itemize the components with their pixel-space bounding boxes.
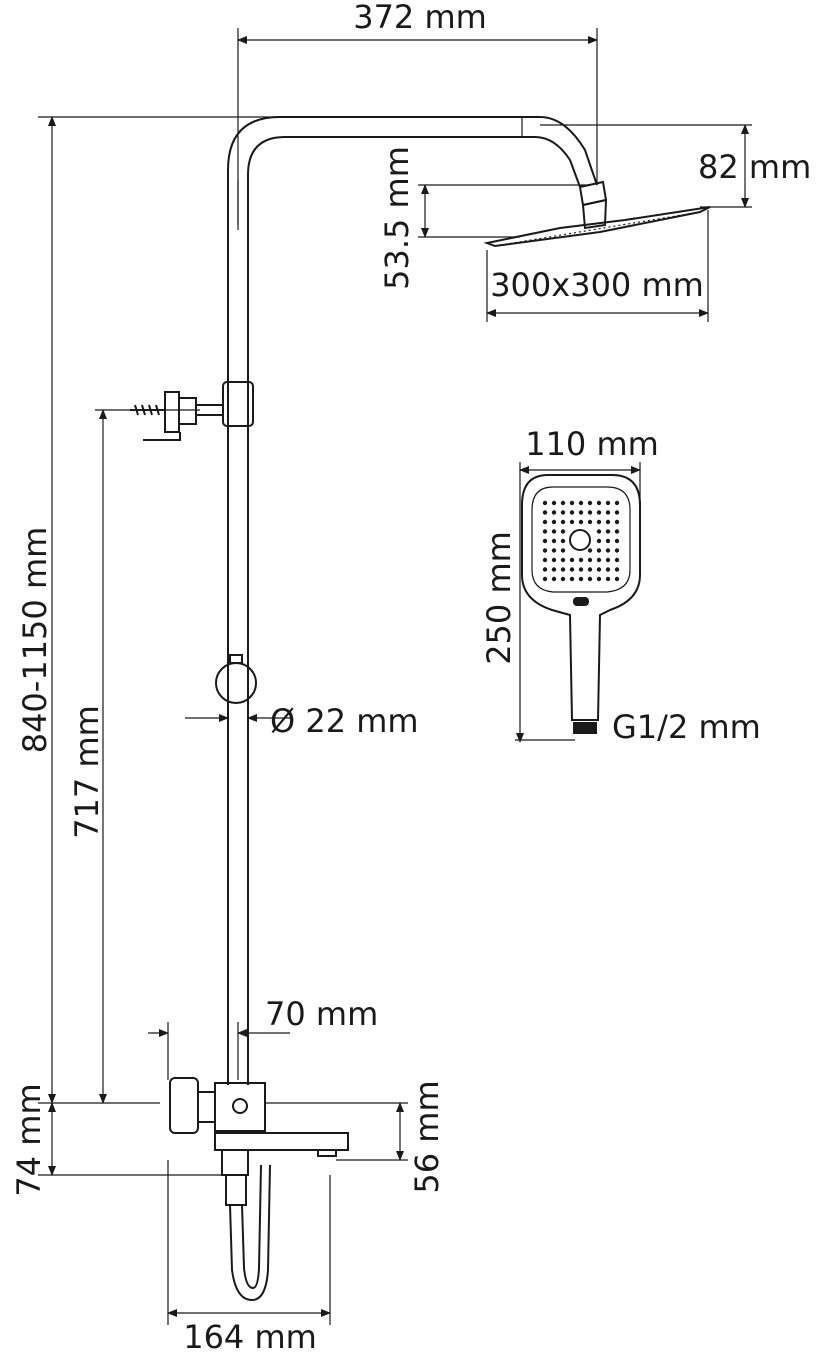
label-arm-width: 372 mm [353, 0, 487, 36]
nozzle-dot [596, 500, 602, 506]
nozzle-dot [551, 548, 557, 553]
label-mixer-width: 164 mm [183, 1318, 317, 1353]
nozzle-dot [596, 557, 602, 563]
nozzle-dot [596, 538, 602, 544]
nozzle-dot [569, 519, 575, 525]
label-head-height: 53.5 mm [378, 146, 416, 290]
nozzle-dot [605, 510, 611, 515]
nozzle-dot [560, 510, 566, 515]
label-hand-thread: G1/2 mm [612, 708, 761, 746]
nozzle-dot [551, 529, 557, 534]
nozzle-dot [551, 557, 557, 563]
nozzle-dot [569, 576, 575, 582]
nozzle-dot [542, 538, 548, 544]
nozzle-dot [614, 548, 620, 553]
nozzle-dot [578, 576, 584, 582]
nozzle-dot [578, 510, 584, 515]
label-hand-width: 110 mm [525, 425, 659, 463]
label-pipe-diameter: Ø 22 mm [270, 702, 419, 740]
label-mixer-to-spout: 74 mm [10, 1083, 48, 1196]
nozzle-dot [587, 548, 593, 553]
hand-shower [521, 474, 641, 734]
nozzle-dot [605, 548, 611, 553]
nozzle-dot [614, 500, 620, 506]
nozzle-dot [614, 519, 620, 525]
wall-bracket [130, 381, 254, 441]
nozzle-dot [569, 557, 575, 563]
nozzle-dot [560, 576, 566, 582]
nozzle-dot [614, 529, 620, 534]
nozzle-dot [605, 576, 611, 582]
nozzle-dot [587, 567, 593, 572]
nozzle-dot [542, 576, 548, 582]
nozzle-dot [560, 500, 566, 506]
nozzle-dot [542, 567, 548, 572]
nozzle-dot [587, 557, 593, 563]
nozzle-dot [614, 567, 620, 572]
dimension-lines [38, 28, 752, 1325]
nozzle-dot [614, 510, 620, 515]
nozzle-dot [596, 510, 602, 515]
label-bracket-height: 717 mm [68, 705, 106, 839]
label-mixer-offset: 70 mm [265, 995, 378, 1033]
nozzle-dot [578, 557, 584, 563]
spray-nozzles [542, 500, 620, 582]
nozzle-dot [587, 500, 593, 506]
nozzle-dot [569, 500, 575, 506]
nozzle-dot [578, 519, 584, 525]
rain-shower-head [483, 180, 711, 248]
nozzle-dot [596, 548, 602, 553]
nozzle-dot [605, 557, 611, 563]
nozzle-dot [596, 567, 602, 572]
mixer [169, 1077, 349, 1206]
nozzle-dot [605, 529, 611, 534]
nozzle-dot [551, 510, 557, 515]
nozzle-dot [605, 519, 611, 525]
label-spout-drop: 56 mm [408, 1080, 446, 1193]
nozzle-dot [560, 538, 566, 544]
nozzle-dot [551, 576, 557, 582]
nozzle-dot [578, 500, 584, 506]
nozzle-dot [542, 529, 548, 534]
rail-knob [215, 654, 257, 704]
nozzle-dot [569, 510, 575, 515]
nozzle-dot [551, 519, 557, 525]
label-head-drop: 82 mm [698, 148, 811, 186]
nozzle-dot [542, 500, 548, 506]
nozzle-dot [560, 519, 566, 525]
nozzle-dot [605, 567, 611, 572]
nozzle-dot [560, 557, 566, 563]
nozzle-dot [560, 548, 566, 553]
nozzle-dot [614, 576, 620, 582]
nozzle-dot [596, 529, 602, 534]
nozzle-dot [542, 557, 548, 563]
nozzle-dot [551, 500, 557, 506]
nozzle-dot [605, 538, 611, 544]
nozzle-dot [587, 576, 593, 582]
nozzle-dot [587, 510, 593, 515]
nozzle-dot [605, 500, 611, 506]
hose [229, 1164, 271, 1302]
nozzle-dot [614, 538, 620, 544]
nozzle-dot [551, 567, 557, 572]
nozzle-dot [542, 510, 548, 515]
nozzle-dot [596, 519, 602, 525]
nozzle-dot [578, 567, 584, 572]
nozzle-dot [587, 519, 593, 525]
nozzle-dot [560, 529, 566, 534]
label-total-height: 840-1150 mm [16, 527, 54, 754]
nozzle-dot [596, 576, 602, 582]
nozzle-dot [560, 567, 566, 572]
label-head-size: 300x300 mm [490, 266, 704, 304]
label-hand-length: 250 mm [480, 531, 518, 665]
nozzle-dot [542, 519, 548, 525]
nozzle-dot [551, 538, 557, 544]
nozzle-dot [614, 557, 620, 563]
nozzle-dot [569, 567, 575, 572]
nozzle-dot [542, 548, 548, 553]
